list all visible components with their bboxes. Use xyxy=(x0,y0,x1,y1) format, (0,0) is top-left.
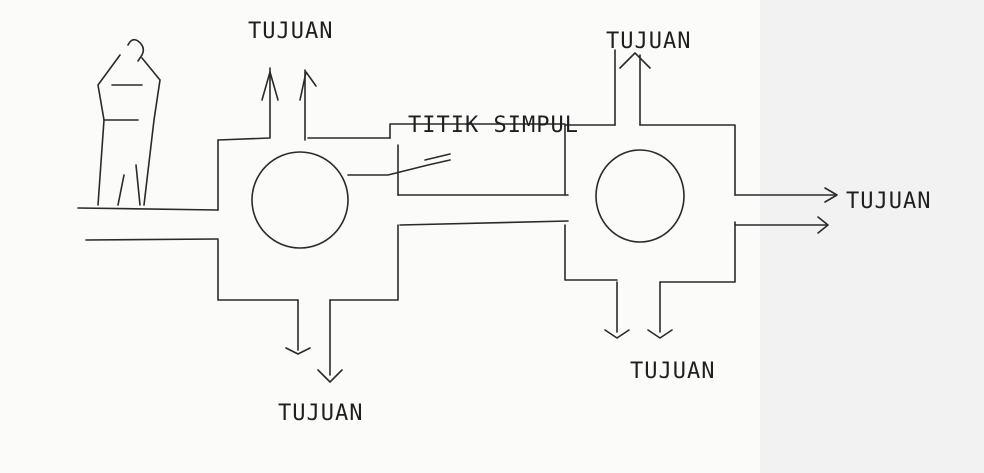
label-tujuan-bottom-left: TUJUAN xyxy=(278,401,363,426)
roundabout-right xyxy=(564,124,736,283)
label-tujuan-top-left: TUJUAN xyxy=(248,19,333,44)
arrows-right xyxy=(734,187,838,234)
connecting-road xyxy=(347,123,569,226)
roundabout-right-island xyxy=(595,149,685,243)
pedestrian-figure xyxy=(97,38,161,206)
paper-texture xyxy=(760,0,984,473)
roundabout-left-island xyxy=(251,151,349,249)
label-tujuan-top-right: TUJUAN xyxy=(606,29,691,54)
roundabout-left xyxy=(217,67,399,301)
label-titik-simpul: TITIK SIMPUL xyxy=(408,113,579,138)
approach-road-left xyxy=(77,207,219,241)
label-tujuan-right: TUJUAN xyxy=(846,189,931,214)
label-tujuan-bottom-right: TUJUAN xyxy=(630,359,715,384)
arrows-down-right xyxy=(604,281,673,339)
arrows-down-left xyxy=(285,299,343,383)
arrows-up-right xyxy=(614,49,651,126)
arrows-up-left xyxy=(261,71,317,101)
